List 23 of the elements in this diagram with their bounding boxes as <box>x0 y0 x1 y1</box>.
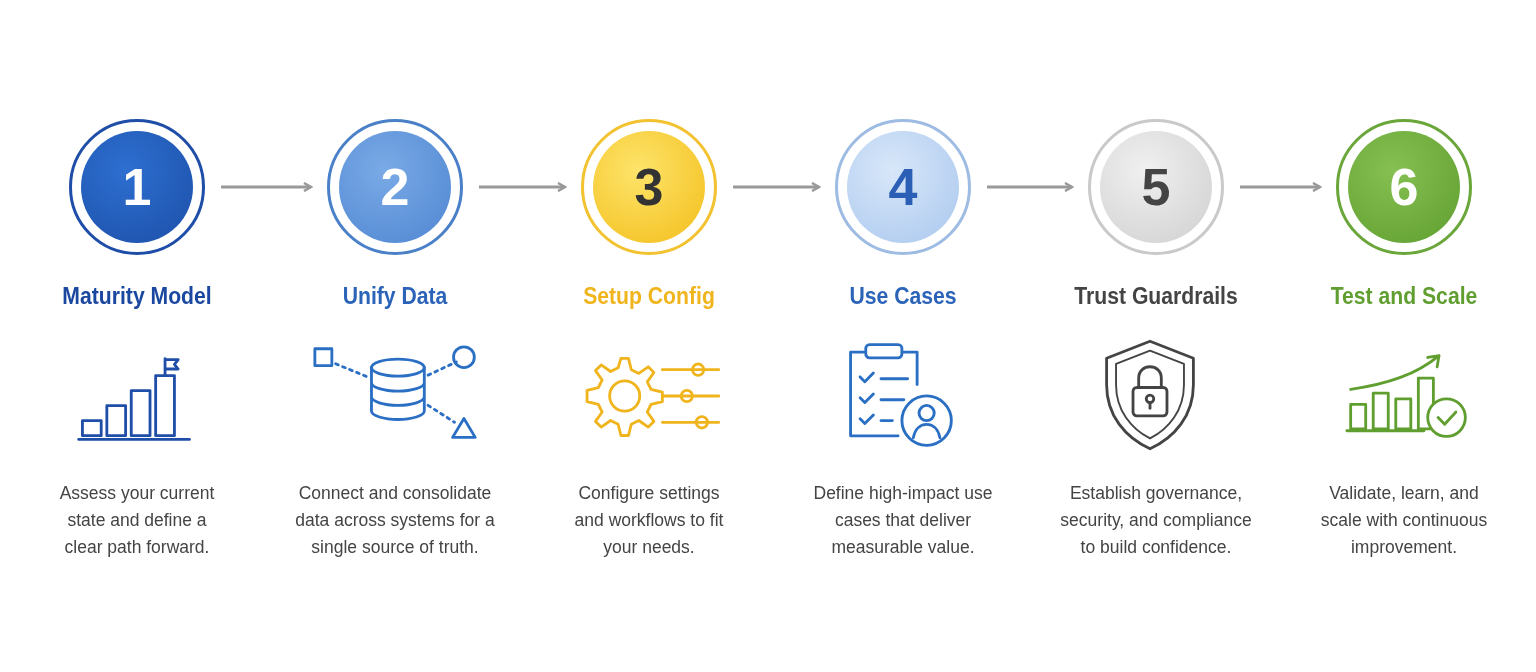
step-title: Test and Scale <box>1329 283 1479 310</box>
step-description: Establish governance, security, and compliance to build confidence. <box>1059 482 1253 559</box>
step-description: Assess your current state and define a clear path forward. <box>58 482 216 559</box>
step-number: 1 <box>81 131 193 243</box>
arrow <box>733 181 821 193</box>
step-description: Connect and consolidate data across systems for a single source of truth. <box>294 482 496 559</box>
step-description: Configure settings and workflows to fit your needs. <box>573 482 725 559</box>
arrow <box>479 181 567 193</box>
step-title: Unify Data <box>341 283 449 310</box>
step-description: Validate, learn, and scale with continuous improvement. <box>1319 482 1489 559</box>
step-title: Maturity Model <box>61 283 213 310</box>
step-description: Define high-impact use cases that deliver measurable value. <box>813 482 993 559</box>
step-number: 6 <box>1348 131 1460 243</box>
arrow <box>987 181 1074 193</box>
arrow <box>221 181 313 193</box>
step-number: 5 <box>1100 131 1212 243</box>
step-title: Use Cases <box>848 283 958 310</box>
step-title: Setup Config <box>582 283 716 310</box>
step-title: Trust Guardrails <box>1073 283 1239 310</box>
arrow <box>1240 181 1322 193</box>
step-number: 4 <box>847 131 959 243</box>
step-number: 2 <box>339 131 451 243</box>
step-number: 3 <box>593 131 705 243</box>
